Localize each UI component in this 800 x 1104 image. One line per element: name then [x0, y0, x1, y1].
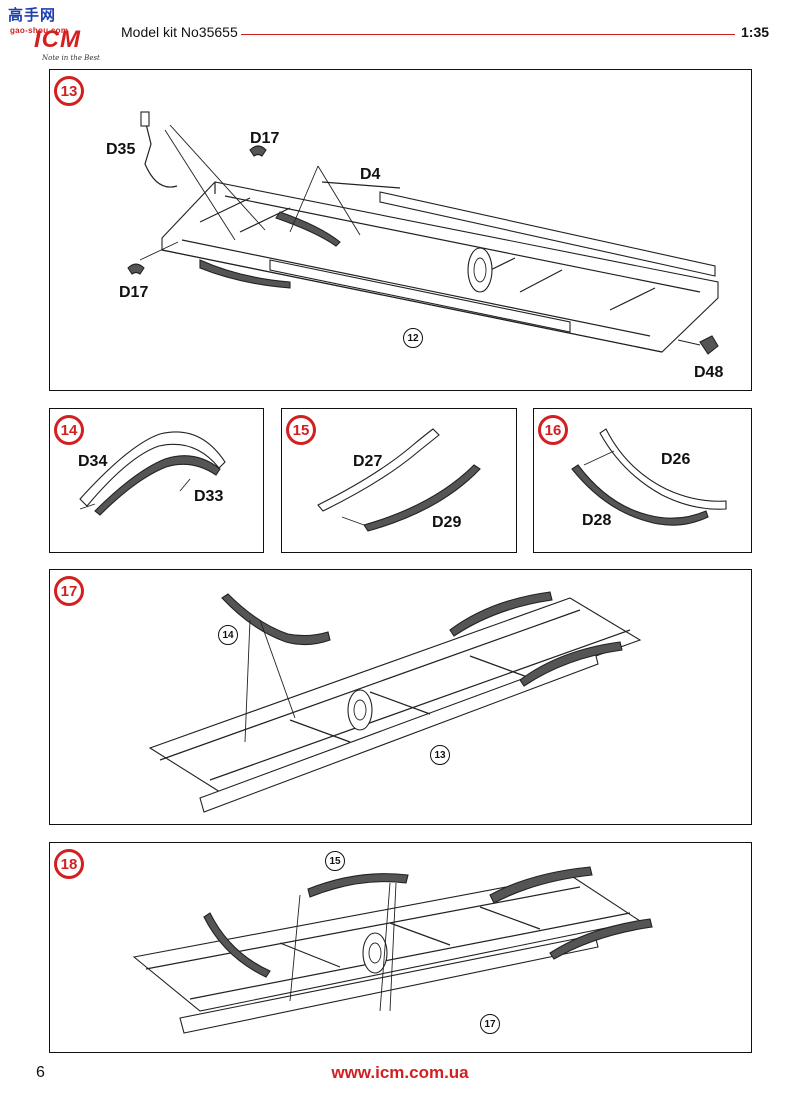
- step-17-badge: 17: [54, 576, 84, 606]
- label-d48: D48: [694, 364, 724, 381]
- ref-step-13-badge: 13: [430, 745, 450, 765]
- ref-step-15-badge: 15: [325, 851, 345, 871]
- label-d34: D34: [78, 453, 108, 470]
- label-d35: D35: [106, 141, 136, 158]
- step-18-chassis-drawing: [132, 866, 653, 1034]
- label-d26: D26: [661, 451, 691, 468]
- page-number: 6: [36, 1064, 45, 1081]
- label-d4: D4: [360, 166, 381, 183]
- label-d33: D33: [194, 488, 224, 505]
- logo-motto-text: Note in the Best: [42, 54, 100, 62]
- step-18-panel: 18 15 17: [49, 842, 752, 1053]
- step-15-spring-drawing: [317, 428, 481, 532]
- scale-label: 1:35: [741, 24, 770, 40]
- step-15-panel: 15 D27 D29: [281, 408, 517, 553]
- step-16-badge: 16: [538, 415, 568, 445]
- icm-logo: 高手网 gao-shou.com ICM Note in the Best: [4, 4, 108, 64]
- ref-step-17-badge: 17: [480, 1014, 500, 1034]
- label-d17-left: D17: [119, 284, 149, 301]
- logo-chinese-text: 高手网: [8, 6, 57, 24]
- step-14-spring-drawing: [79, 431, 226, 516]
- label-d17-top: D17: [250, 130, 280, 147]
- ref-step-14-badge: 14: [218, 625, 238, 645]
- step-17-chassis-drawing: [148, 591, 642, 813]
- step-14-panel: 14 D34 D33: [49, 408, 264, 553]
- step-17-panel: 17 14 13: [49, 569, 752, 825]
- step-16-spring-drawing: [571, 428, 727, 526]
- label-d28: D28: [582, 512, 612, 529]
- kit-title: Model kit No35655: [121, 24, 238, 40]
- ref-step-12-badge: 12: [403, 328, 423, 348]
- logo-brand-text: ICM: [34, 26, 81, 53]
- step-13-panel: 13 D35 D17 D4 D17 D48 12: [49, 69, 752, 391]
- step-15-badge: 15: [286, 415, 316, 445]
- step-13-chassis-drawing: [127, 111, 719, 355]
- footer-website-link[interactable]: www.icm.com.ua: [331, 1063, 469, 1082]
- logo-site-text: gao-shou.com: [10, 26, 69, 35]
- page-header: 高手网 gao-shou.com ICM Note in the Best Mo…: [0, 0, 800, 66]
- label-d29: D29: [432, 514, 462, 531]
- step-16-panel: 16 D26 D28: [533, 408, 752, 553]
- header-divider: [241, 34, 735, 35]
- step-13-badge: 13: [54, 76, 84, 106]
- step-18-badge: 18: [54, 849, 84, 879]
- step-14-badge: 14: [54, 415, 84, 445]
- label-d27: D27: [353, 453, 383, 470]
